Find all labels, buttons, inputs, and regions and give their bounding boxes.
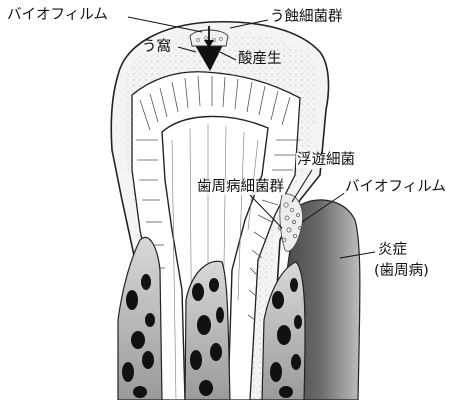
- label-caries-bacteria: う蝕細菌群: [270, 10, 343, 25]
- label-acid-production: 酸産生: [238, 52, 282, 67]
- label-biofilm-top: バイオフィルム: [7, 8, 108, 23]
- label-periodontal-disease: (歯周病): [374, 264, 429, 279]
- label-caries: う窩: [142, 40, 171, 55]
- label-perio-bacteria: 歯周病細菌群: [196, 180, 285, 195]
- label-inflammation: 炎症: [378, 243, 407, 258]
- label-planktonic-bacteria: 浮遊細菌: [296, 153, 356, 168]
- label-biofilm-right: バイオフィルム: [344, 180, 447, 195]
